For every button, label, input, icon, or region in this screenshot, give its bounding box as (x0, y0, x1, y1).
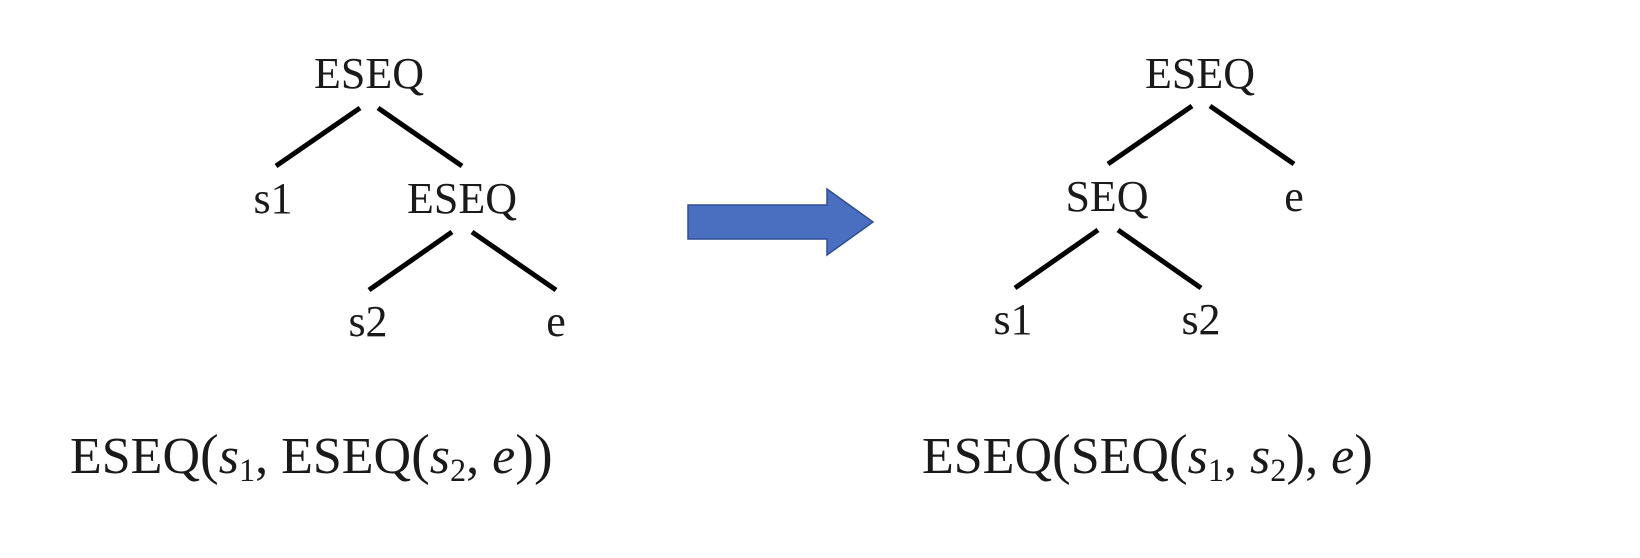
right-edge-root-seq (1106, 103, 1194, 167)
left-formula-op: ESEQ (70, 428, 200, 485)
left-formula-e-var: e (492, 428, 516, 485)
transform-arrow (687, 187, 875, 257)
right-node-s1: s1 (993, 295, 1033, 344)
right-formula: ESEQ(SEQ(s1, s2), e) (922, 427, 1373, 486)
right-formula-op: ESEQ (922, 428, 1052, 485)
left-formula-inner-op: ESEQ (281, 428, 412, 485)
right-formula-paren: ( (1168, 424, 1188, 486)
left-formula-paren: ( (411, 424, 430, 486)
left-formula-paren: )) (515, 424, 553, 486)
right-formula-comma: , (1224, 428, 1251, 485)
left-node-s1: s1 (253, 174, 293, 223)
left-edge-root-s1 (274, 105, 362, 169)
right-edge-seq-s2 (1116, 227, 1203, 291)
right-formula-inner-op: SEQ (1070, 428, 1169, 485)
right-node-s2: s2 (1181, 295, 1221, 344)
right-edge-seq-s1 (1013, 227, 1100, 291)
left-edge-eseq-s2 (367, 229, 454, 293)
right-edge-root-e (1208, 103, 1296, 167)
right-formula-paren: ) (1286, 424, 1306, 486)
left-formula-s1-var: s (218, 428, 239, 485)
right-formula-s1-sub: 1 (1207, 452, 1225, 489)
left-node-eseq: ESEQ (407, 174, 517, 223)
left-node-s2: s2 (348, 297, 388, 346)
left-formula-comma: , (255, 428, 282, 485)
right-formula-s2-sub: 2 (1270, 452, 1287, 489)
left-node-e: e (546, 297, 566, 346)
right-node-seq: SEQ (1065, 172, 1149, 221)
right-formula-s2-var: s (1250, 428, 1271, 485)
right-formula-paren: ) (1354, 424, 1373, 486)
right-root-node: ESEQ (1145, 49, 1255, 98)
left-formula-s2-sub: 2 (450, 452, 467, 489)
right-formula-comma: , (1305, 428, 1332, 485)
left-edge-eseq-e (470, 229, 558, 293)
left-formula-comma: , (466, 428, 493, 485)
right-formula-e-var: e (1331, 428, 1355, 485)
left-edge-root-eseq (376, 105, 464, 169)
left-root-node: ESEQ (314, 49, 424, 98)
left-formula-s2-var: s (429, 428, 451, 485)
left-formula: ESEQ(s1, ESEQ(s2, e)) (70, 427, 553, 486)
left-formula-s1-sub: 1 (238, 452, 256, 489)
right-node-e: e (1284, 172, 1304, 221)
right-formula-paren: ( (1052, 424, 1071, 486)
right-formula-s1-var: s (1187, 428, 1208, 485)
left-formula-paren: ( (200, 424, 219, 486)
